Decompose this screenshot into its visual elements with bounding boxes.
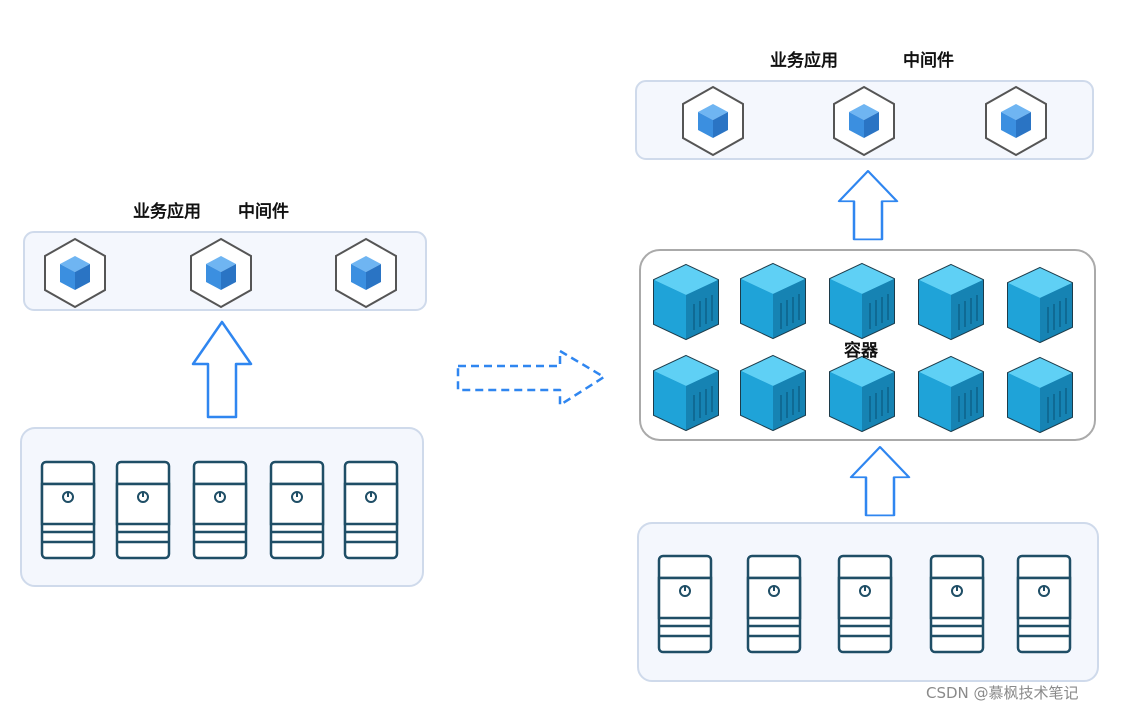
server-icon bbox=[746, 554, 802, 654]
server-icon bbox=[40, 460, 96, 560]
container-cube-icon bbox=[829, 263, 895, 339]
server-icon bbox=[1016, 554, 1072, 654]
right-upper-up-arrow-icon bbox=[837, 169, 899, 241]
server-icon bbox=[192, 460, 248, 560]
transition-dashed-arrow-icon bbox=[456, 349, 606, 407]
container-cube-icon bbox=[1007, 357, 1073, 433]
container-cube-icon bbox=[740, 263, 806, 339]
right-label-middleware: 中间件 bbox=[903, 50, 954, 71]
right-lower-up-arrow-icon bbox=[849, 445, 911, 517]
watermark: CSDN @慕枫技术笔记 bbox=[926, 684, 1079, 702]
container-cube-icon bbox=[918, 264, 984, 340]
server-icon bbox=[343, 460, 399, 560]
container-cube-icon bbox=[740, 355, 806, 431]
container-cube-icon bbox=[829, 356, 895, 432]
container-cube-icon bbox=[918, 356, 984, 432]
container-cube-icon bbox=[653, 264, 719, 340]
container-cube-icon bbox=[1007, 267, 1073, 343]
server-icon bbox=[657, 554, 713, 654]
left-up-arrow-icon bbox=[191, 320, 253, 419]
server-icon bbox=[929, 554, 985, 654]
left-label-middleware: 中间件 bbox=[238, 201, 289, 222]
server-icon bbox=[837, 554, 893, 654]
right-label-apps: 业务应用 bbox=[770, 50, 838, 71]
server-icon bbox=[115, 460, 171, 560]
server-icon bbox=[269, 460, 325, 560]
container-label: 容器 bbox=[844, 340, 879, 361]
container-cube-icon bbox=[653, 355, 719, 431]
left-label-apps: 业务应用 bbox=[133, 201, 201, 222]
